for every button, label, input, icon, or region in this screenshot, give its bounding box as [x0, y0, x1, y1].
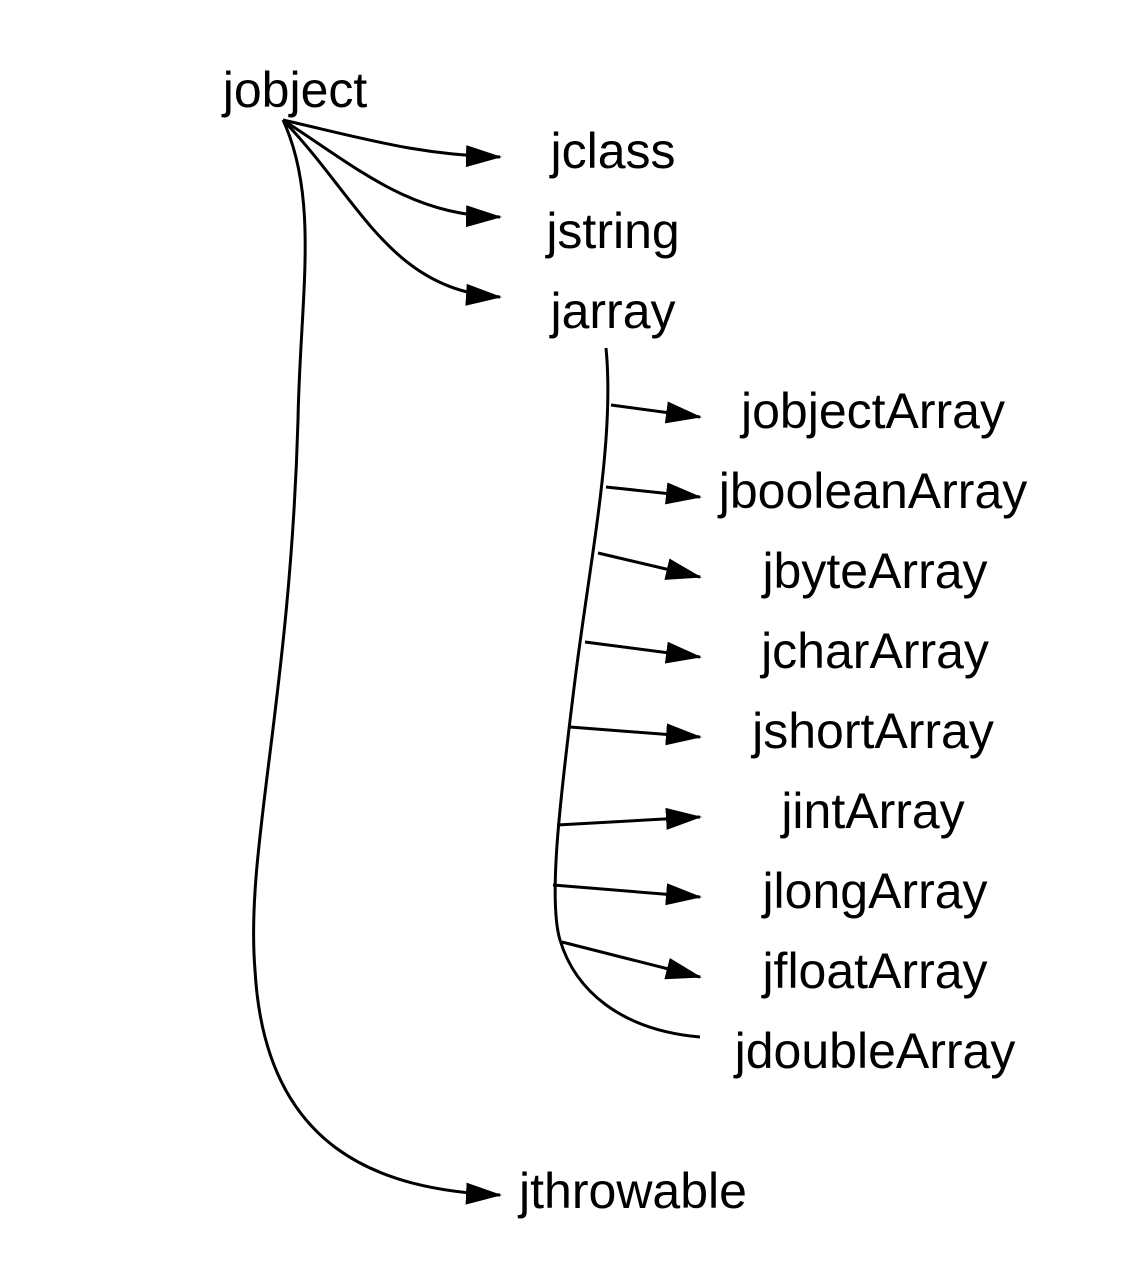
node-jobjectArray: jobjectArray [739, 383, 1005, 439]
node-jbyteArray: jbyteArray [760, 543, 987, 599]
node-jobject: jobject [221, 62, 368, 118]
node-jbooleanArray: jbooleanArray [717, 463, 1028, 519]
node-jclass: jclass [548, 123, 675, 179]
edge-jarray-jbyteArray [597, 551, 702, 580]
node-jthrowable: jthrowable [517, 1163, 747, 1219]
node-jlongArray: jlongArray [760, 863, 987, 919]
edge-jarray-jshortArray [569, 723, 702, 746]
node-jcharArray: jcharArray [759, 623, 989, 679]
edge-jarray-jcharArray [584, 640, 702, 664]
edge-jarray-jlongArray [552, 883, 702, 906]
edge-jobject-jclass [282, 118, 502, 168]
node-jfloatArray: jfloatArray [760, 943, 987, 999]
node-jintArray: jintArray [779, 783, 964, 839]
node-jshortArray: jshortArray [750, 703, 994, 759]
edge-jarray-jbooleanArray [605, 482, 702, 505]
edge-jarray-jintArray [556, 807, 702, 830]
edge-jobject-jstring [282, 118, 502, 228]
node-jarray: jarray [548, 283, 675, 339]
edge-jarray-jobjectArray [610, 401, 702, 424]
edge-jobject-jthrowable [252, 119, 502, 1205]
node-jstring: jstring [544, 203, 679, 259]
node-jdoubleArray: jdoubleArray [733, 1023, 1016, 1079]
edge-jobject-jarray [281, 118, 502, 306]
edge-jarray-jfloatArray [561, 940, 702, 980]
edge-jarray-trunk [553, 347, 701, 1039]
